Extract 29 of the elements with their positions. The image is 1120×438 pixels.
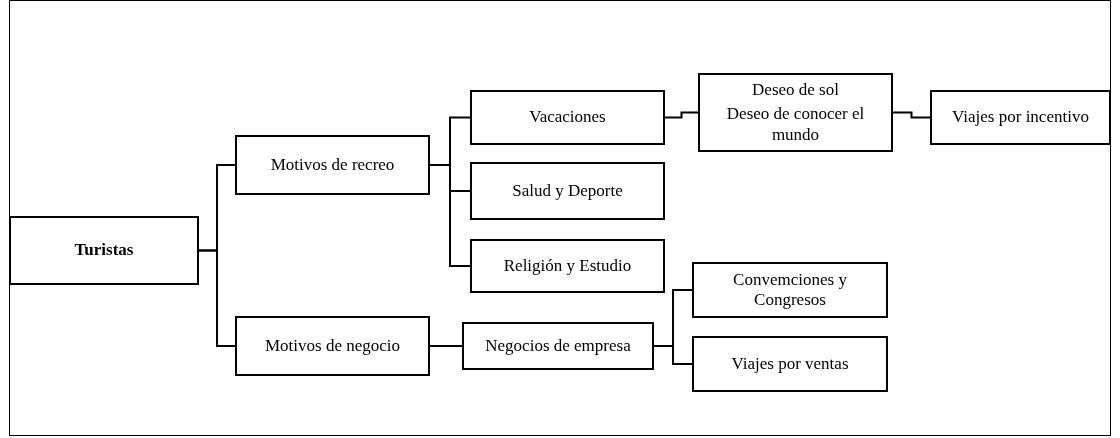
box-label: Motivos de recreo bbox=[270, 154, 395, 176]
connector-line bbox=[664, 111, 699, 119]
connector-line bbox=[429, 345, 463, 347]
category-box bbox=[470, 90, 665, 145]
category-box bbox=[9, 216, 199, 285]
box-label: Religión y Estudio bbox=[503, 255, 632, 277]
category-box bbox=[692, 336, 888, 392]
box-label: Deseo de sol bbox=[752, 79, 839, 101]
box-label: Salud y Deporte bbox=[512, 180, 623, 202]
category-box bbox=[692, 262, 888, 318]
category-box bbox=[470, 162, 665, 220]
connector-line bbox=[198, 249, 236, 347]
box-label: Vacaciones bbox=[529, 107, 606, 128]
box-label: Negocios de empresa bbox=[485, 335, 631, 357]
box-label: Viajes por ventas bbox=[731, 353, 849, 375]
category-box bbox=[235, 135, 430, 195]
connector-line bbox=[429, 164, 471, 267]
connector-line bbox=[653, 345, 693, 365]
box-label: Viajes por incentivo bbox=[952, 107, 1089, 128]
category-box bbox=[235, 316, 430, 376]
category-box bbox=[470, 239, 665, 293]
box-label: Turistas bbox=[74, 240, 134, 261]
category-box bbox=[462, 322, 654, 370]
category-box bbox=[930, 90, 1111, 145]
connector-line bbox=[892, 111, 931, 119]
category-box bbox=[698, 73, 893, 152]
box-label: Convemciones y Congresos bbox=[732, 269, 848, 311]
box-label: Motivos de negocio bbox=[264, 335, 400, 357]
box-label: Deseo de conocer el mundo bbox=[725, 104, 866, 146]
